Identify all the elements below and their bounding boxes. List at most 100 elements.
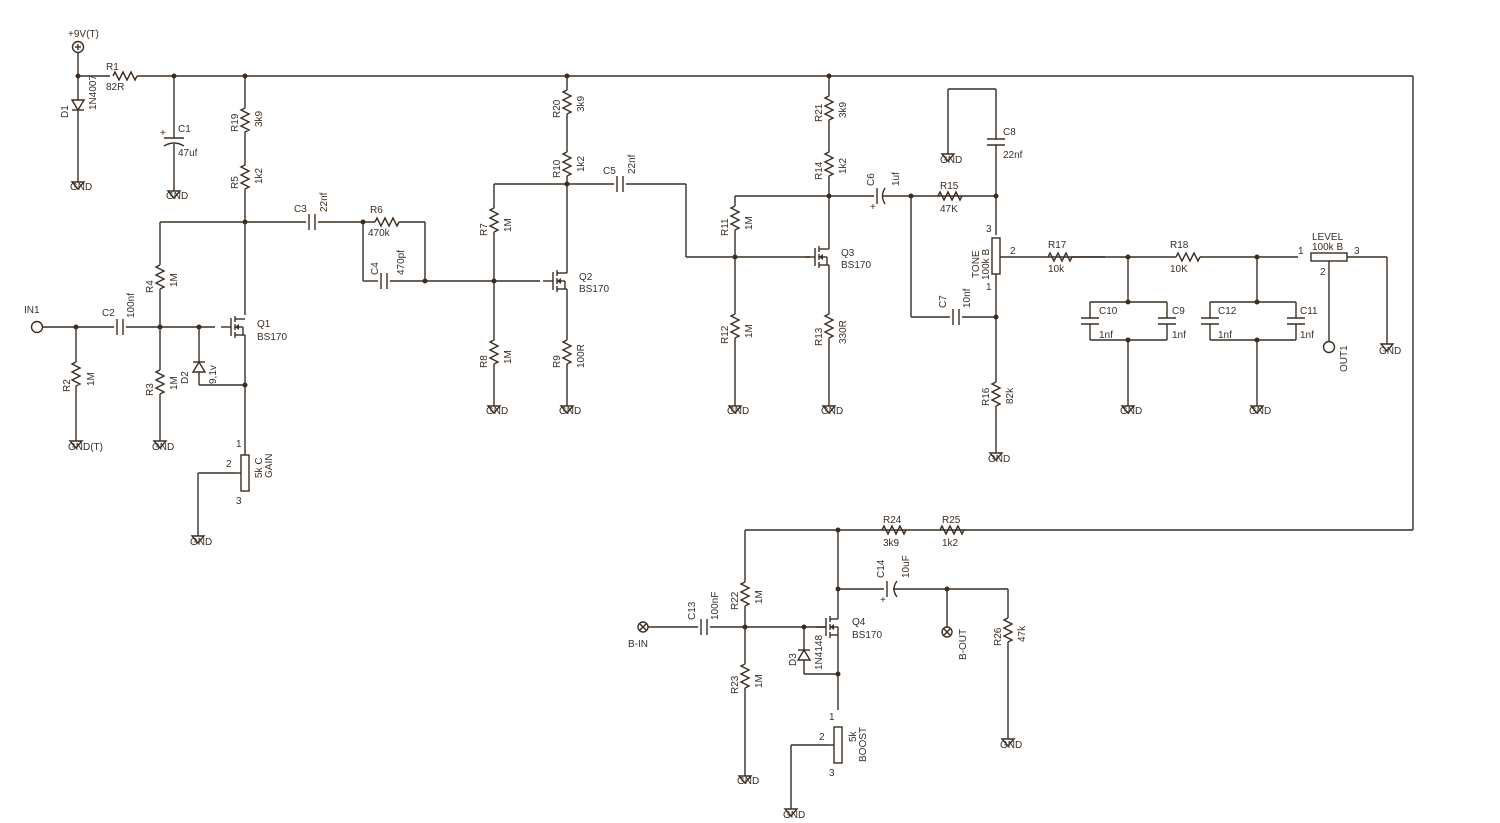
r8-ref: R8 [479, 355, 490, 368]
r21-value: 3k9 [838, 101, 849, 118]
r15-value: 47K [940, 204, 958, 215]
r9-ref: R9 [552, 355, 563, 368]
r16-ref: R16 [981, 387, 992, 406]
q2-value: BS170 [579, 284, 609, 295]
r6-ref: R6 [370, 205, 383, 216]
c9-ref: C9 [1172, 306, 1185, 317]
gnd-label-c10: GND [1120, 406, 1142, 417]
r1-value: 82R [106, 82, 124, 93]
c13-ref: C13 [687, 601, 698, 620]
r22-ref: R22 [730, 591, 741, 610]
svg-text:2: 2 [226, 459, 232, 470]
r22-value: 1M [754, 590, 765, 604]
svg-text:2: 2 [1320, 267, 1326, 278]
tone-value: 100k B [981, 249, 992, 280]
r8-value: 1M [503, 350, 514, 364]
r23-value: 1M [754, 674, 765, 688]
svg-text:3: 3 [829, 768, 835, 779]
svg-text:+: + [880, 595, 886, 606]
r19-r5: R19 3k9 R5 1k2 [230, 73, 265, 315]
q1-value: BS170 [257, 332, 287, 343]
c7-ref: C7 [938, 295, 949, 308]
c8-value: 22nf [1003, 150, 1023, 161]
c1: + GND C1 47uf [160, 73, 198, 202]
c12-ref: C12 [1218, 306, 1237, 317]
tone-pin2: 2 [1010, 246, 1016, 257]
q3-value: BS170 [841, 260, 871, 271]
c2-ref: C2 [102, 308, 115, 319]
r14-value: 1k2 [838, 157, 849, 174]
gnd-label-gain: GND [190, 537, 212, 548]
r17-ref: R17 [1048, 240, 1067, 251]
r16-value: 82k [1005, 387, 1016, 404]
level-value: 100k B [1312, 242, 1343, 253]
c14-ref: C14 [876, 559, 887, 578]
c11-ref: C11 [1300, 306, 1318, 317]
svg-text:1: 1 [1298, 246, 1304, 257]
level-name: LEVEL [1312, 232, 1344, 243]
r13-value: 330R [838, 320, 849, 344]
r4-value: 1M [169, 273, 180, 287]
d3-value: 1N4148 [814, 635, 825, 670]
c6-value: 1uf [891, 172, 902, 186]
r18-ref: R18 [1170, 240, 1189, 251]
r9-value: 100R [576, 344, 587, 368]
gnd-label-boost: GND [783, 810, 805, 821]
r7-value: 1M [503, 218, 514, 232]
in1-ref: IN1 [24, 305, 40, 316]
c5-ref: C5 [603, 166, 616, 177]
r20-ref: R20 [552, 99, 563, 118]
r24-ref: R24 [883, 515, 902, 526]
svg-text:1: 1 [236, 439, 242, 450]
r25-value: 1k2 [942, 538, 959, 549]
q4-ref: Q4 [852, 617, 866, 628]
svg-text:3: 3 [1354, 246, 1360, 257]
gnd-label: GND [70, 182, 92, 193]
r3-value: 1M [169, 376, 180, 390]
r2-value: 1M [86, 372, 97, 386]
c14-value: 10uF [901, 555, 912, 578]
stage1: +9V(T) GND D1 1N4007 R1 82R + GND C1 47u… [24, 29, 1414, 548]
boost-value: 5k [848, 730, 859, 742]
c8-ref: C8 [1003, 127, 1016, 138]
c5-value: 22nf [627, 154, 638, 174]
q2-ref: Q2 [579, 272, 593, 283]
r10-value: 1k2 [576, 155, 587, 172]
gnd-label-c8: GND [940, 155, 962, 166]
gnd-label-r23: GND [737, 776, 759, 787]
gain-value: 5k C [254, 457, 265, 478]
gnd-label-r16: GND [988, 454, 1010, 465]
tone-name: TONE [971, 250, 982, 278]
r4-ref: R4 [145, 280, 156, 293]
tone-stack: GND C8 22nf R15 47K 3 1 2 TONE 100k B C7… [908, 88, 1105, 465]
gnd-label-r9: GND [559, 406, 581, 417]
r14-ref: R14 [814, 161, 825, 180]
power-supply: +9V(T) GND D1 1N4007 R1 82R [60, 29, 138, 193]
c10-ref: C10 [1099, 306, 1118, 317]
out1-ref: OUT1 [1339, 345, 1350, 372]
c11-value: 1nf [1300, 330, 1314, 341]
b-out-ref: B-OUT [958, 629, 969, 660]
r21-ref: R21 [814, 103, 825, 122]
d2-value: 9,1v [208, 365, 219, 384]
r11-value: 1M [744, 216, 755, 230]
r15-ref: R15 [940, 181, 959, 192]
gnd-label-r26: GND [1000, 740, 1022, 751]
gain-name: GAIN [264, 454, 275, 478]
stage2: R20 3k9 R10 1k2 C5 22nf GND R7 1M R8 1M … [479, 73, 810, 417]
c4-value: 470pf [396, 250, 407, 275]
r5-ref: R5 [230, 176, 241, 189]
gnd-label-r13: GND [821, 406, 843, 417]
c9-value: 1nf [1172, 330, 1186, 341]
c12-value: 1nf [1218, 330, 1232, 341]
b-in-ref: B-IN [628, 639, 648, 650]
c2-value: 100nf [126, 293, 137, 318]
r5-value: 1k2 [254, 167, 265, 184]
d1-value: 1N4007 [88, 75, 99, 110]
r13-ref: R13 [814, 327, 825, 346]
svg-text:3: 3 [236, 496, 242, 507]
r24-value: 3k9 [883, 538, 900, 549]
q4-value: BS170 [852, 630, 882, 641]
input-jack: IN1 GND(T) R2 1M C2 100nf [24, 293, 215, 453]
